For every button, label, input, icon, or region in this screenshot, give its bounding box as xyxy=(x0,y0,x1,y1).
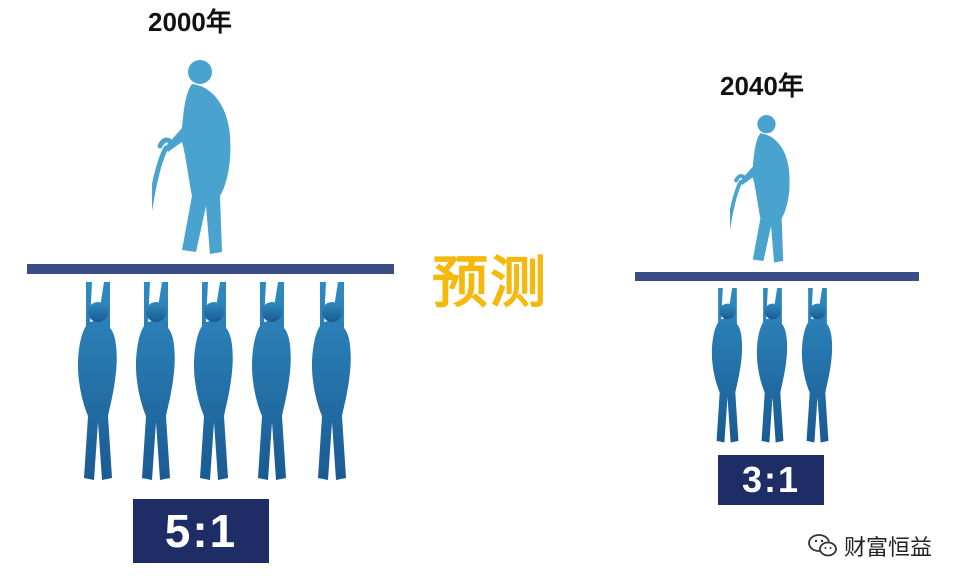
elder-figure-right xyxy=(730,113,792,264)
supporters-group-right xyxy=(711,288,833,443)
supporter-figure-3 xyxy=(194,282,233,480)
wechat-icon xyxy=(808,534,837,557)
support-bar-right xyxy=(635,272,919,281)
year-label-2040: 2040年 xyxy=(720,71,804,101)
support-bar-left xyxy=(27,264,394,274)
supporters-group-left xyxy=(78,282,351,480)
year-label-2000: 2000年 xyxy=(148,7,232,37)
elder-figure-left xyxy=(152,56,252,256)
supporter-figure-5 xyxy=(312,282,351,480)
supporter-figure-1 xyxy=(711,288,743,443)
supporter-figure-3 xyxy=(801,288,833,443)
predict-label: 预测 xyxy=(432,251,548,316)
watermark: 财富恒益 xyxy=(808,530,932,562)
supporter-figure-2 xyxy=(136,282,175,480)
supporter-figure-4 xyxy=(252,282,291,480)
supporter-figure-2 xyxy=(756,288,788,443)
supporter-figure-1 xyxy=(78,282,117,480)
ratio-badge-left: 5:1 xyxy=(133,499,269,563)
watermark-text: 财富恒益 xyxy=(844,536,933,561)
ratio-badge-right: 3:1 xyxy=(718,455,824,505)
